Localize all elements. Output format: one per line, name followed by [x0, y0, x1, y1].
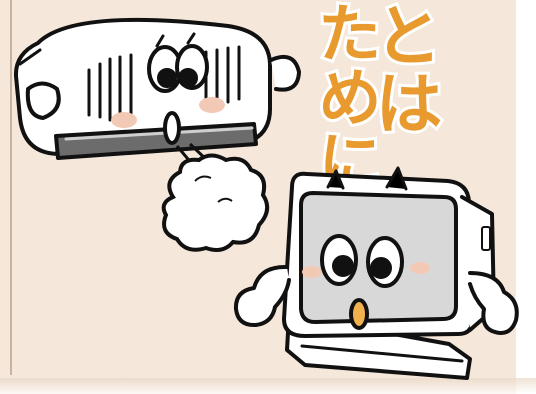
air-conditioner-character: [13, 17, 301, 160]
left-panel-edge: [0, 0, 12, 375]
puff-cloud: [161, 142, 270, 252]
headline-right-column-text: とは: [363, 0, 442, 136]
computer-monitor-character: [233, 166, 519, 380]
headline: とは ために: [304, 0, 445, 195]
headline-left-column-text: ために: [307, 0, 381, 192]
right-margin: [516, 0, 536, 394]
bottom-fade: [0, 378, 536, 394]
